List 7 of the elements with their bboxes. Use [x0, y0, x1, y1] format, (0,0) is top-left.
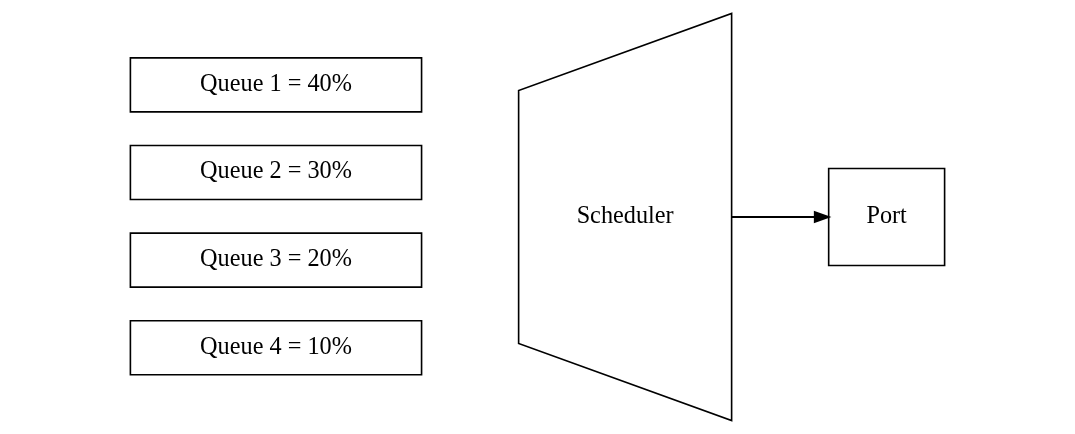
node-box: Scheduler — [517, 12, 733, 422]
node-box: Queue 4 = 10% — [129, 320, 423, 376]
arrow — [731, 210, 832, 224]
node-box: Port — [827, 167, 946, 267]
node-box: Queue 2 = 30% — [129, 144, 423, 201]
node-box: Queue 1 = 40% — [129, 57, 423, 113]
node-box: Queue 3 = 20% — [129, 232, 423, 288]
